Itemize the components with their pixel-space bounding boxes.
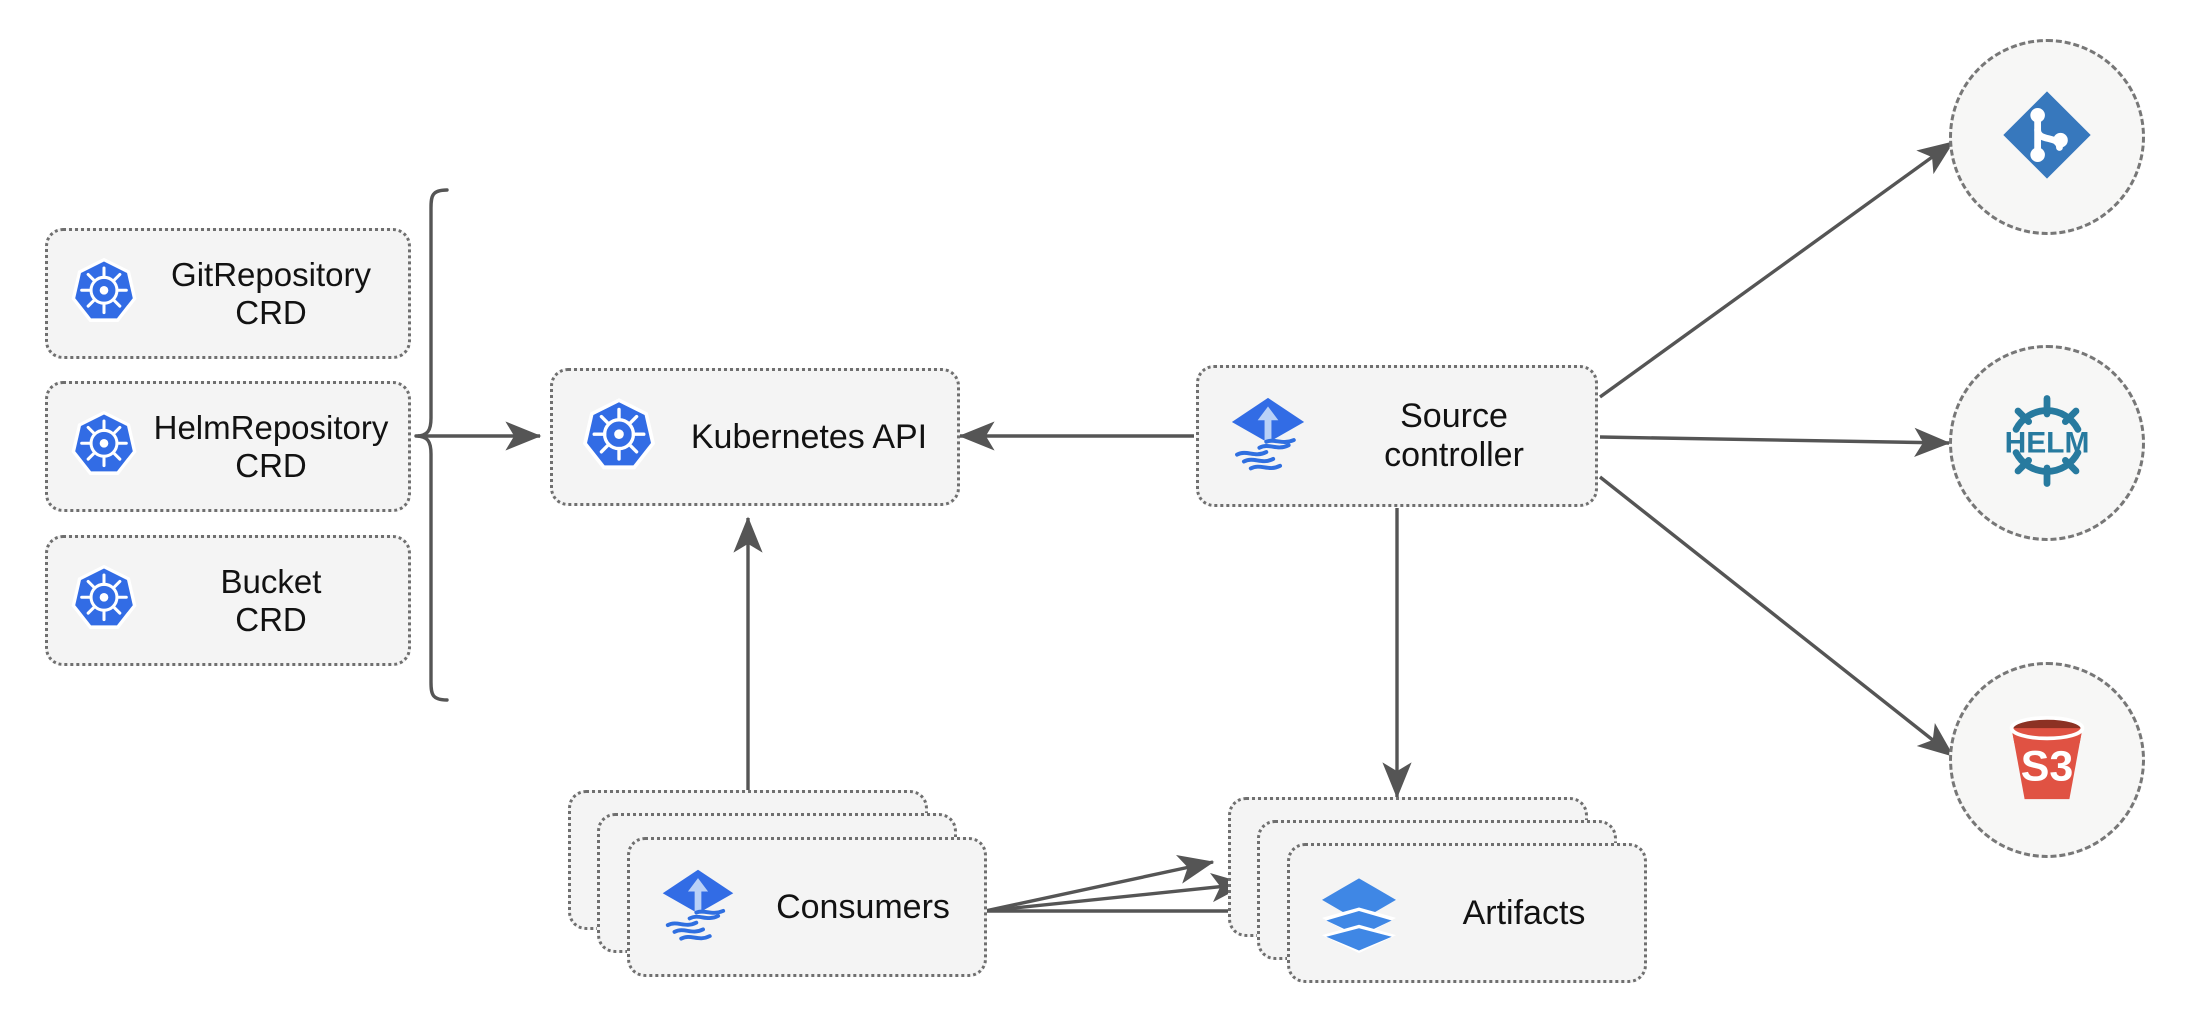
crd-card-helmrepository[interactable]: HelmRepository CRD [45,381,411,512]
s3-bucket-icon: S3 [1991,702,2103,819]
edge-source-controller-to-s3 [1598,475,1955,758]
helm-wordmark: HELM [2005,426,2090,459]
node-label: Source controller [1384,397,1524,474]
edge-consumers-to-artifacts-2 [984,873,1248,913]
git-icon [1995,83,2099,192]
edge-consumers-to-artifacts-1 [984,854,1215,913]
crd-card-gitrepository[interactable]: GitRepository CRD [45,228,411,359]
edge-source-controller-to-git [1599,140,1955,399]
kubernetes-icon [68,562,140,639]
node-label: Kubernetes API [690,417,928,456]
crd-label: Bucket CRD [220,562,322,638]
kubernetes-icon [579,395,659,480]
node-label: Consumers [776,887,950,926]
node-artifacts[interactable]: Artifacts [1287,843,1647,983]
source-circle-s3[interactable]: S3 [1949,662,2145,858]
flux-icon [1225,391,1311,482]
crd-label: GitRepository CRD [171,255,371,331]
flux-icon [656,863,740,952]
node-consumers[interactable]: Consumers [627,837,987,977]
node-kubernetes-api[interactable]: Kubernetes API [550,368,960,506]
source-circle-git[interactable] [1949,39,2145,235]
helm-icon: HELM [1989,383,2105,504]
edge-source-controller-to-helm [1599,427,1951,458]
layers-icon [1316,868,1402,959]
crd-card-bucket[interactable]: Bucket CRD [45,535,411,666]
source-circle-helm[interactable]: HELM [1949,345,2145,541]
crd-group-bracket [414,188,449,702]
s3-wordmark: S3 [2021,742,2074,790]
kubernetes-icon [68,255,140,332]
node-label: Artifacts [1462,893,1586,932]
node-source-controller[interactable]: Source controller [1196,365,1598,507]
crd-label: HelmRepository CRD [153,408,389,484]
kubernetes-icon [68,408,140,485]
